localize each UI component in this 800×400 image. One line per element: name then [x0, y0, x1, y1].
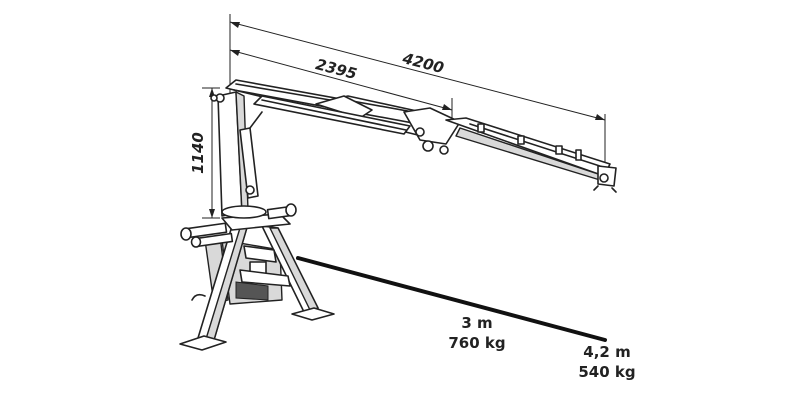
crane-base	[179, 203, 335, 351]
jib-cylinder	[253, 95, 411, 135]
dimension-1140: 1140	[189, 87, 220, 219]
ground-reach-line	[296, 256, 607, 342]
load-point-4-2m-load: 540 kg	[578, 363, 635, 381]
load-point-4-2m: 4,2 m 540 kg	[578, 343, 635, 381]
load-point-3m-load: 760 kg	[448, 334, 505, 352]
load-point-4-2m-distance: 4,2 m	[583, 343, 630, 361]
total-reach-label: 4200	[400, 49, 446, 77]
outer-jib	[445, 117, 617, 193]
load-point-3m: 3 m 760 kg	[448, 314, 505, 352]
outrigger-tubes	[180, 203, 297, 248]
load-point-3m-distance: 3 m	[461, 314, 492, 332]
crane-column	[210, 91, 267, 219]
height-label: 1140	[189, 132, 207, 174]
